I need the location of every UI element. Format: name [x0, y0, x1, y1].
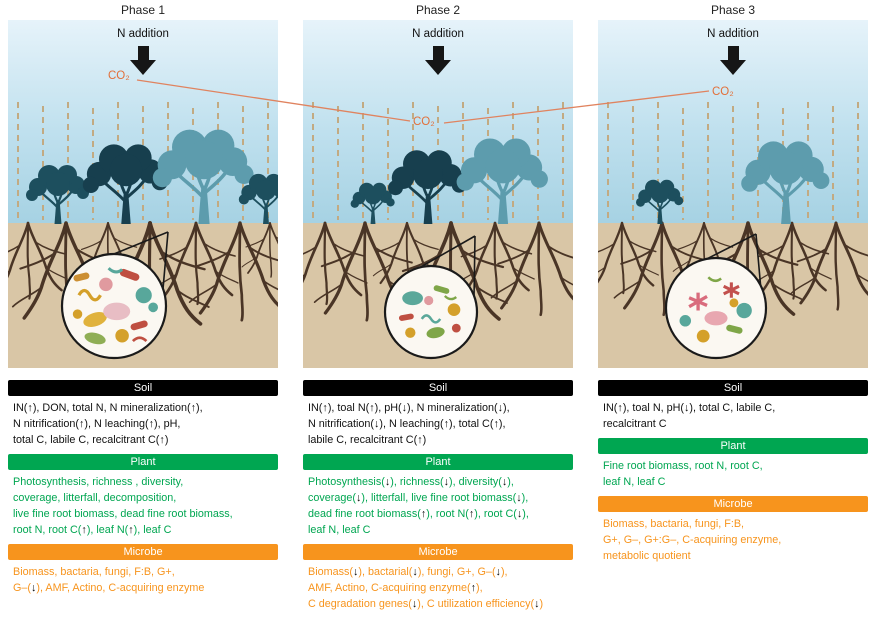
- phase-1-column: Phase 1: [8, 0, 278, 596]
- microbe-section-header: Microbe: [8, 544, 278, 560]
- phase-1-illustration: N addition CO₂: [8, 20, 278, 368]
- microbe-section-text: Biomass, bactaria, fungi, F:B, G+, G–(↓)…: [8, 564, 278, 596]
- soil-line: IN(↑), toal N, pH(↓), total C, labile C,: [603, 402, 776, 414]
- microbe-line: AMF, Actino, C-acquiring enzyme(↑),: [308, 582, 483, 594]
- plant-line: live fine root biomass, dead fine root b…: [13, 508, 233, 520]
- phase-2-sections: Soil IN(↑), toal N(↑), pH(↓), N minerali…: [303, 368, 573, 612]
- soil-section-text: IN(↑), toal N, pH(↓), total C, labile C,…: [598, 400, 868, 432]
- soil-section-header: Soil: [303, 380, 573, 396]
- microbe-line: Biomass, bactaria, fungi, F:B,: [603, 518, 745, 530]
- magnifier-icon: [664, 233, 768, 360]
- plant-line: dead fine root biomass(↑), root N(↑), ro…: [308, 508, 529, 520]
- plant-section-text: Photosynthesis, richness , diversity, co…: [8, 474, 278, 538]
- phase-2-illustration: N addition CO₂: [303, 20, 573, 368]
- phase-title: Phase 1: [120, 3, 166, 17]
- soil-section-header: Soil: [598, 380, 868, 396]
- microbe-section-header: Microbe: [303, 544, 573, 560]
- microbe-line: G–(↓), AMF, Actino, C-acquiring enzyme: [13, 582, 205, 594]
- n-addition-label: N addition: [707, 28, 759, 40]
- n-addition-label: N addition: [412, 28, 464, 40]
- magnifier-icon: [383, 235, 479, 360]
- microbe-line: G+, G–, G+:G–, C-acquiring enzyme,: [603, 534, 782, 546]
- co2-label: CO₂: [712, 86, 734, 98]
- microbe-section-text: Biomass(↓), bactarial(↓), fungi, G+, G–(…: [303, 564, 573, 612]
- soil-section-text: IN(↑), DON, total N, N mineralization(↑)…: [8, 400, 278, 448]
- co2-label: CO₂: [413, 116, 435, 128]
- microbe-line: Biomass(↓), bactarial(↓), fungi, G+, G–(…: [308, 566, 508, 578]
- phase-title: Phase 3: [710, 3, 756, 17]
- plant-section-text: Photosynthesis(↓), richness(↓), diversit…: [303, 474, 573, 538]
- phase-title: Phase 2: [415, 3, 461, 17]
- microbe-line: C degradation genes(↓), C utilization ef…: [308, 598, 544, 610]
- soil-line: N nitrification(↓), N leaching(↑), total…: [308, 418, 506, 430]
- n-addition-arrow-icon: [425, 46, 451, 75]
- microbe-section-header: Microbe: [598, 496, 868, 512]
- soil-section-header: Soil: [8, 380, 278, 396]
- magnifier-icon: [60, 231, 169, 360]
- microbe-line: Biomass, bactaria, fungi, F:B, G+,: [13, 566, 175, 578]
- soil-line: total C, labile C, recalcitrant C(↑): [13, 434, 169, 446]
- soil-line: N nitrification(↑), N leaching(↑), pH,: [13, 418, 181, 430]
- microbe-line: metabolic quotient: [603, 550, 691, 562]
- plant-line: Fine root biomass, root N, root C,: [603, 460, 763, 472]
- phase-3-illustration: N addition CO₂: [598, 20, 868, 368]
- soil-line: IN(↑), DON, total N, N mineralization(↑)…: [13, 402, 203, 414]
- phase-1-sections: Soil IN(↑), DON, total N, N mineralizati…: [8, 368, 278, 596]
- plant-line: root N, root C(↑), leaf N(↑), leaf C: [13, 524, 172, 536]
- microbe-section-text: Biomass, bactaria, fungi, F:B, G+, G–, G…: [598, 516, 868, 564]
- n-addition-arrow-icon: [720, 46, 746, 75]
- plant-line: Photosynthesis, richness , diversity,: [13, 476, 184, 488]
- plant-section-header: Plant: [303, 454, 573, 470]
- soil-line: recalcitrant C: [603, 418, 667, 430]
- phase-3-column: Phase 3: [598, 0, 868, 564]
- plant-line: Photosynthesis(↓), richness(↓), diversit…: [308, 476, 514, 488]
- plant-section-header: Plant: [8, 454, 278, 470]
- plant-section-header: Plant: [598, 438, 868, 454]
- phase-3-sections: Soil IN(↑), toal N, pH(↓), total C, labi…: [598, 368, 868, 564]
- phase-2-column: Phase 2: [303, 0, 573, 612]
- n-addition-arrow-icon: [130, 46, 156, 75]
- soil-line: labile C, recalcitrant C(↑): [308, 434, 427, 446]
- soil-line: IN(↑), toal N(↑), pH(↓), N mineralizatio…: [308, 402, 510, 414]
- plant-line: coverage(↓), litterfall, live fine root …: [308, 492, 529, 504]
- plant-line: leaf N, leaf C: [603, 476, 666, 488]
- plant-section-text: Fine root biomass, root N, root C, leaf …: [598, 458, 868, 490]
- plant-line: coverage, litterfall, decomposition,: [13, 492, 177, 504]
- soil-section-text: IN(↑), toal N(↑), pH(↓), N mineralizatio…: [303, 400, 573, 448]
- n-addition-label: N addition: [117, 28, 169, 40]
- co2-label: CO₂: [108, 70, 130, 82]
- plant-line: leaf N, leaf C: [308, 524, 371, 536]
